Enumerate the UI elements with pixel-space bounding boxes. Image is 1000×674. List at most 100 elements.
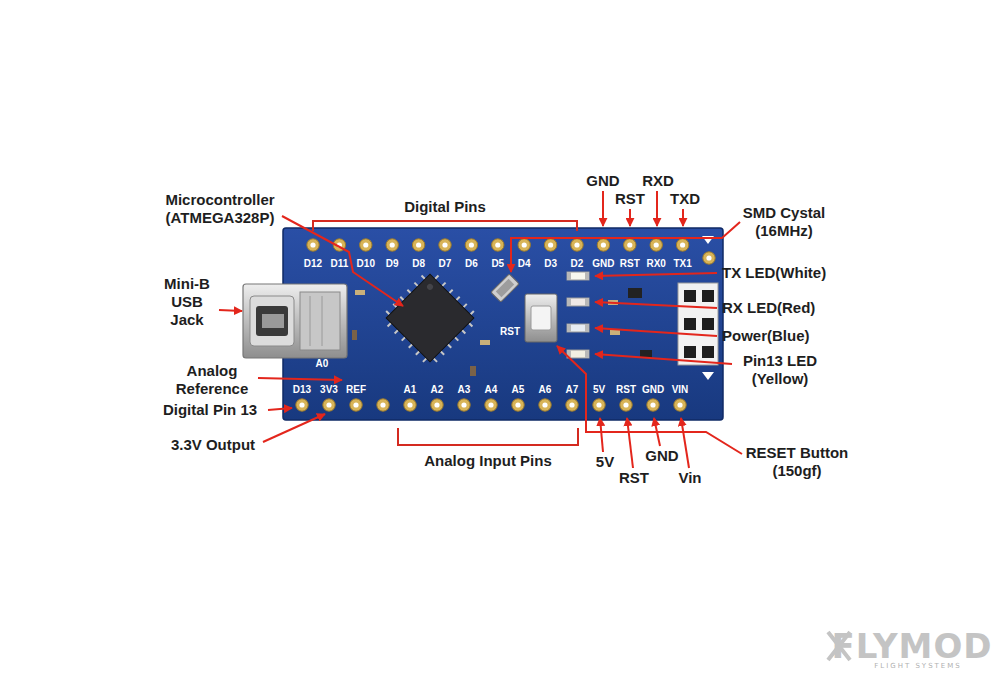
- callout-label: RXD: [642, 172, 674, 190]
- callout-label: Pin13 LED (Yellow): [730, 352, 830, 388]
- callout-label: 3.3V Output: [171, 436, 255, 454]
- leds: [585, 298, 589, 306]
- crystal: [496, 279, 514, 297]
- leds: [585, 324, 589, 332]
- pin-label: RST: [616, 384, 636, 396]
- pin-marker: [702, 372, 714, 380]
- icsp-header: [678, 283, 718, 365]
- header-row-top: [703, 252, 715, 264]
- leds: [567, 272, 571, 280]
- pin-label: A7: [566, 384, 579, 396]
- header-row-bottom: [377, 399, 389, 411]
- leds: [585, 272, 589, 280]
- pin-label: GND: [642, 384, 664, 396]
- header-row-top: [676, 239, 688, 251]
- callout-label: Digital Pin 13: [163, 401, 257, 419]
- bracket: [313, 221, 577, 231]
- leds: [585, 350, 589, 358]
- pin-label: D3: [544, 258, 557, 270]
- callout-label: Analog Input Pins: [424, 452, 552, 470]
- leader-arrow: [595, 354, 732, 364]
- leds: [567, 350, 589, 358]
- callout-label: SMD Cystal (16MHz): [724, 204, 844, 240]
- icsp-header: [684, 346, 696, 358]
- pin-label: D9: [386, 258, 399, 270]
- leds: [567, 298, 571, 306]
- leds: [567, 272, 589, 280]
- header-row-bottom: [458, 399, 470, 411]
- header-row-top: [439, 239, 451, 251]
- leader-arrow: [219, 191, 742, 468]
- reset-button: [525, 294, 557, 342]
- pin-label: D6: [465, 258, 478, 270]
- leader-arrow: [627, 418, 633, 468]
- pin-label: 3V3: [320, 384, 338, 396]
- header-row-bottom: [566, 399, 578, 411]
- header-row-top: [650, 239, 662, 251]
- crystal: [491, 274, 519, 302]
- leader-arrow: [268, 408, 292, 410]
- crystal: [491, 274, 519, 302]
- leader-arrow: [681, 418, 689, 468]
- microcontroller-chip: [379, 267, 481, 369]
- header-row-bottom: [647, 399, 659, 411]
- header-row-top: [544, 239, 556, 251]
- leader-arrow: [595, 273, 717, 276]
- callout-label: Digital Pins: [404, 198, 486, 216]
- icsp-header: [702, 290, 714, 302]
- icsp-header: [684, 318, 696, 330]
- usb-jack: [256, 306, 288, 336]
- leader-arrow: [602, 191, 604, 226]
- usb-jack: [310, 296, 311, 346]
- header-row-top: [518, 239, 530, 251]
- pin-label: A1: [404, 384, 417, 396]
- leader-arrow: [682, 209, 684, 226]
- leader-arrow: [511, 222, 740, 272]
- header-row-top: [465, 239, 477, 251]
- pin-label: D7: [439, 258, 452, 270]
- microcontroller-chip: [386, 274, 474, 362]
- usb-jack: [243, 284, 347, 358]
- usb-jack: [322, 296, 323, 346]
- leader-arrow: [263, 414, 325, 442]
- callout-label: RST: [619, 469, 649, 487]
- pin-label: D2: [571, 258, 584, 270]
- header-row-bottom: [350, 399, 362, 411]
- leader-arrow: [282, 216, 403, 306]
- icsp-header: [684, 290, 696, 302]
- smd-components: [628, 288, 642, 298]
- header-row-top: [624, 239, 636, 251]
- pin-label: D12: [304, 258, 322, 270]
- callout-label: 5V: [596, 453, 614, 471]
- pin-label: D10: [357, 258, 375, 270]
- header-row-top: [597, 239, 609, 251]
- microcontroller-chip: [426, 283, 434, 291]
- leds: [567, 324, 571, 332]
- reset-button: [531, 306, 551, 330]
- header-row-bottom: [512, 399, 524, 411]
- pin-label: A2: [431, 384, 444, 396]
- pin-label: A0: [316, 358, 329, 370]
- header-row-top: [307, 239, 319, 251]
- pin-label: TX1: [673, 258, 691, 270]
- callout-label: Analog Reference: [157, 362, 267, 398]
- callout-label: Power(Blue): [722, 327, 810, 345]
- leds: [567, 298, 589, 306]
- callout-label: Mini-B USB Jack: [158, 275, 216, 329]
- header-row-bottom: [404, 399, 416, 411]
- smd-components: [610, 330, 620, 335]
- usb-jack: [243, 284, 347, 358]
- callout-label: TXD: [670, 190, 700, 208]
- usb-jack: [250, 296, 294, 346]
- leader-arrow: [595, 328, 717, 336]
- callout-label: RX LED(Red): [722, 299, 815, 317]
- pin-label: D11: [331, 258, 349, 270]
- header-row-top: [386, 239, 398, 251]
- leader-arrow: [656, 191, 658, 226]
- header-row-bottom: [539, 399, 551, 411]
- microcontroller-chip: [379, 267, 481, 369]
- icsp-header: [678, 283, 718, 365]
- leader-arrow: [595, 302, 717, 308]
- leader-arrow: [600, 418, 603, 452]
